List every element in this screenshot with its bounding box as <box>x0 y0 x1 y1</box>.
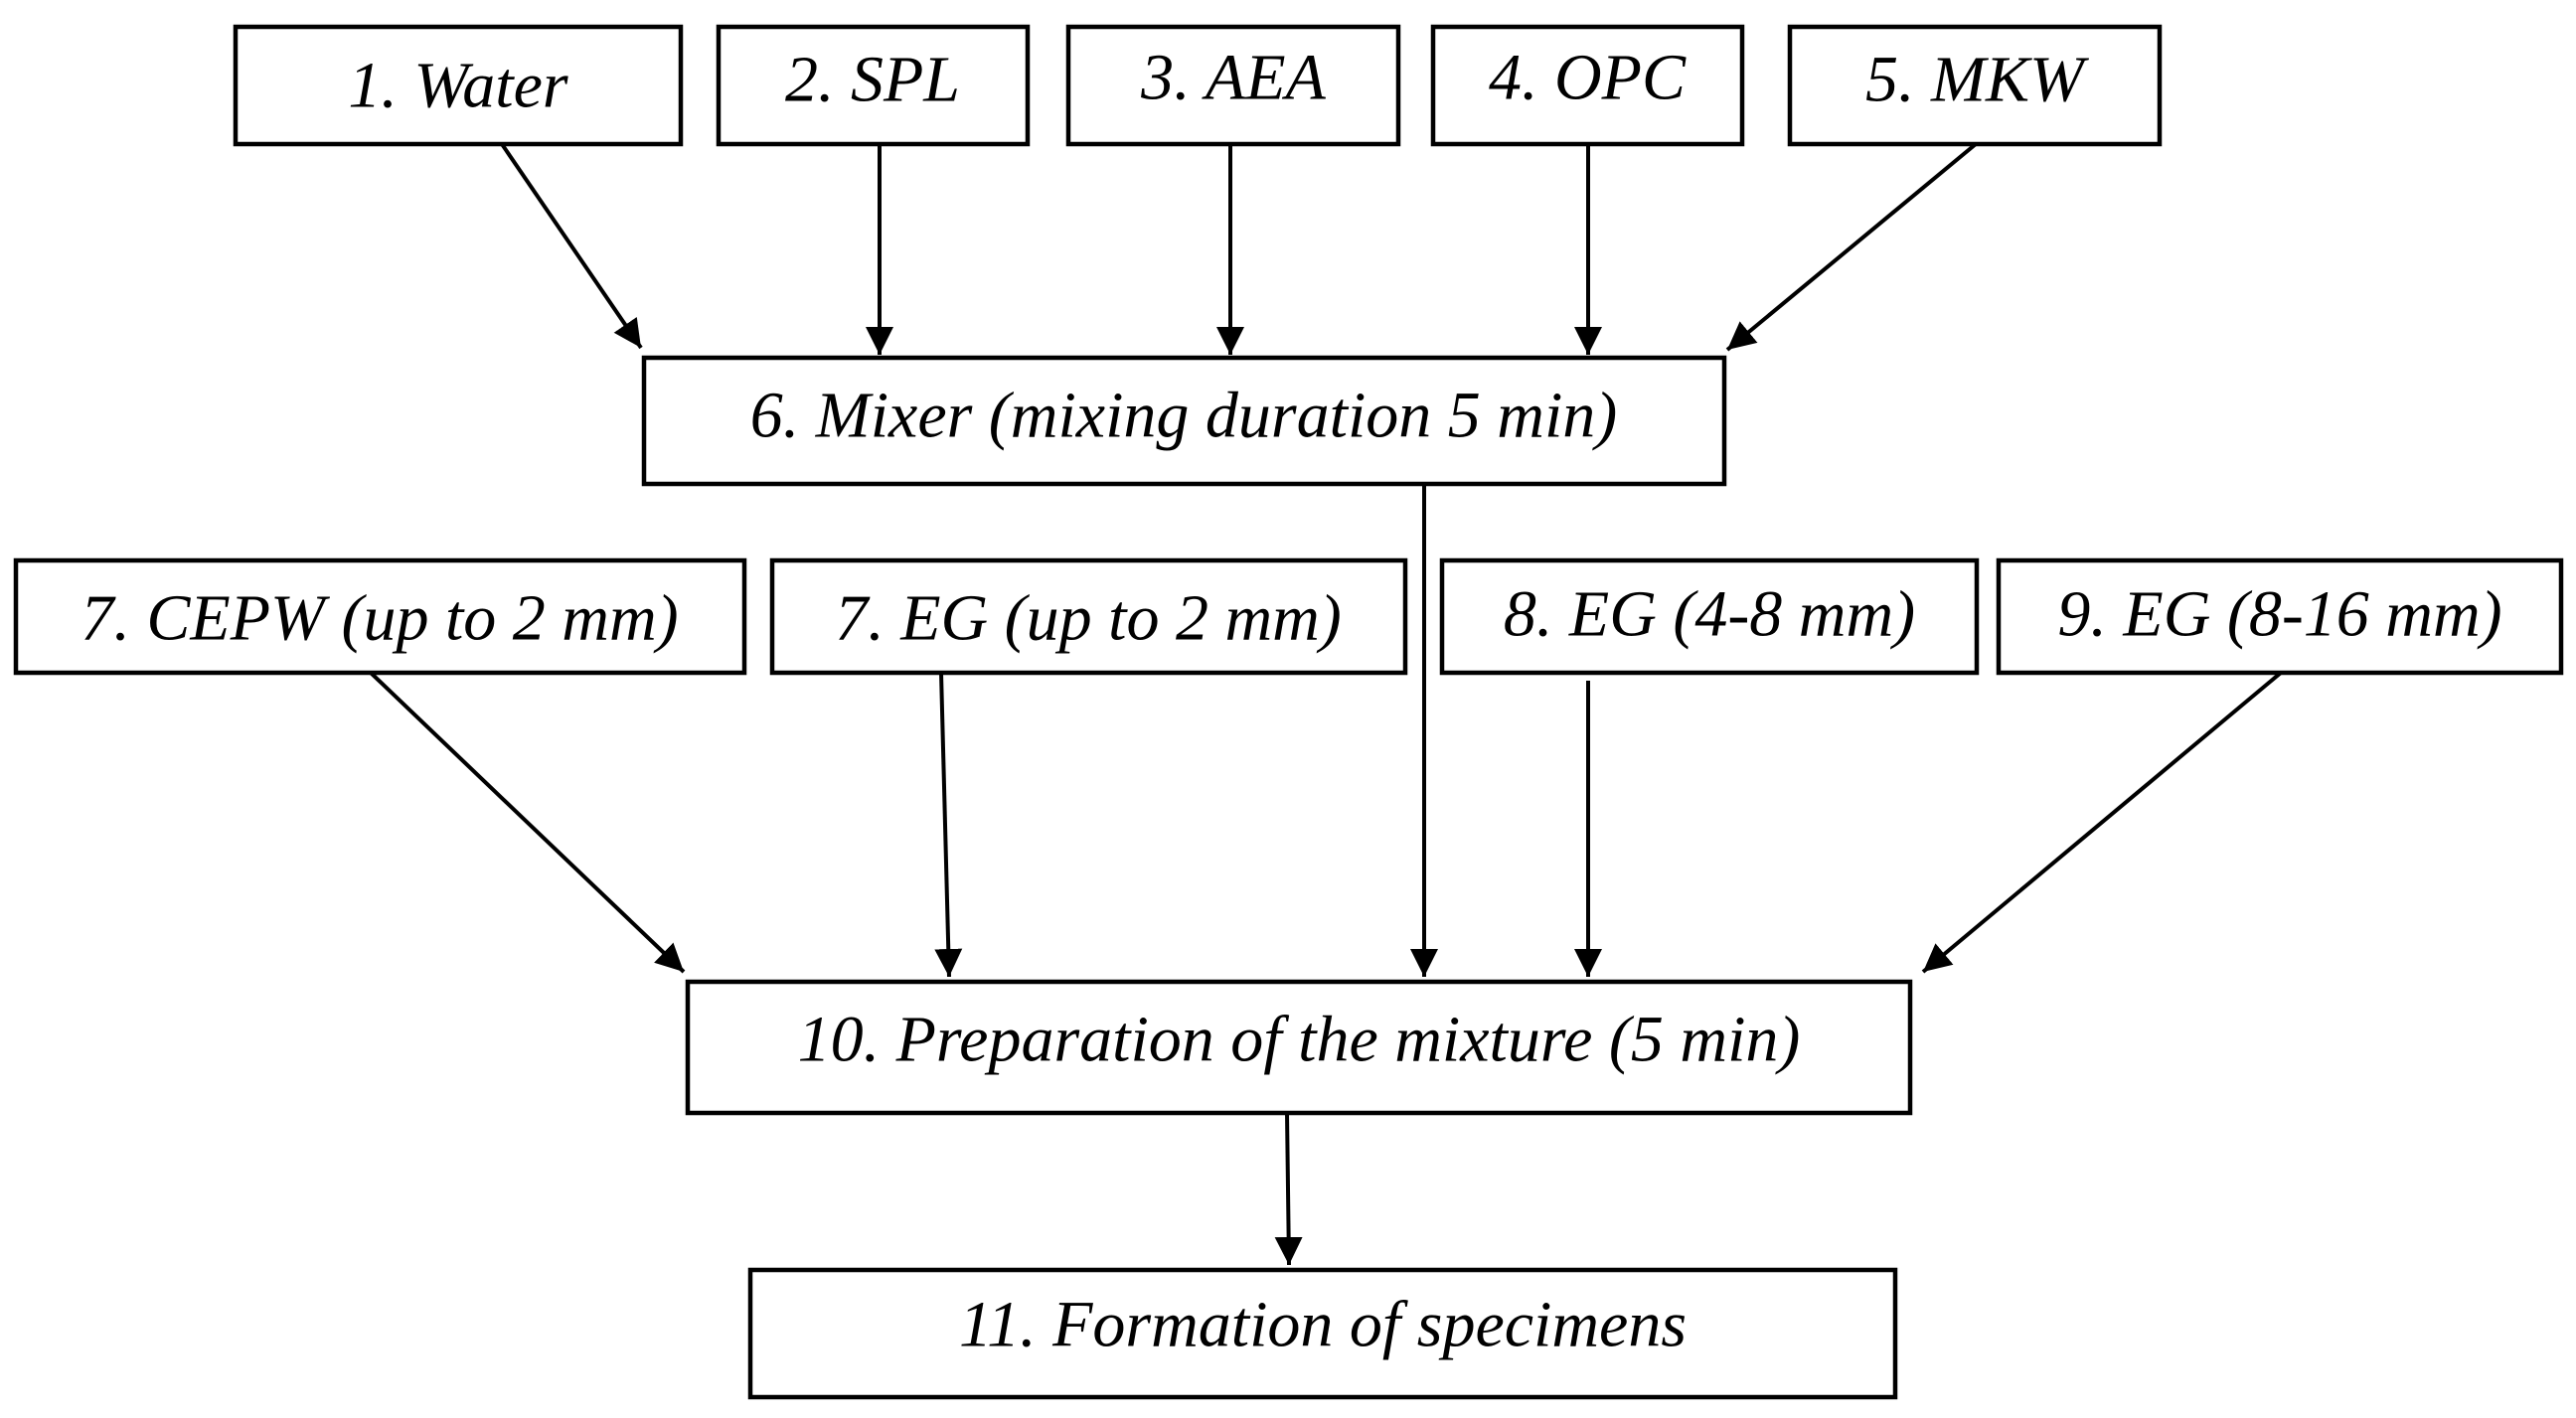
box-mixer-label: 6. Mixer (mixing duration 5 min) <box>750 380 1618 452</box>
box-formation-label: 11. Formation of specimens <box>959 1289 1687 1361</box>
box-aea: 3. AEA <box>1065 24 1401 147</box>
box-preparation-label: 10. Preparation of the mixture (5 min) <box>798 1004 1801 1076</box>
arrow-eg-2mm-to-preparation <box>934 672 963 978</box>
box-formation: 11. Formation of specimens <box>747 1267 1898 1400</box>
box-aea-label: 3. AEA <box>1140 42 1326 114</box>
box-eg-8-16mm: 9. EG (8-16 mm) <box>1996 557 2564 676</box>
box-cepw: 7. CEPW (up to 2 mm) <box>13 557 747 676</box>
arrow-mkw-to-mixer <box>1725 142 1978 352</box>
box-mixer: 6. Mixer (mixing duration 5 min) <box>641 355 1727 487</box>
arrow-preparation-to-formation <box>1274 1112 1303 1266</box>
box-water-label: 1. Water <box>348 50 568 122</box>
box-mkw-label: 5. MKW <box>1865 44 2089 116</box>
box-eg-2mm-label: 7. EG (up to 2 mm) <box>835 582 1342 655</box>
arrow-eg-8-16mm-to-preparation <box>1921 671 2283 974</box>
box-spl: 2. SPL <box>716 24 1031 147</box>
box-eg-8-16mm-label: 9. EG (8-16 mm) <box>2057 578 2501 651</box>
box-opc: 4. OPC <box>1430 24 1745 147</box>
box-eg-2mm: 7. EG (up to 2 mm) <box>769 557 1408 676</box>
arrow-water-to-mixer <box>500 142 643 350</box>
box-cepw-label: 7. CEPW (up to 2 mm) <box>80 582 678 655</box>
box-mkw: 5. MKW <box>1787 24 2163 147</box>
arrow-cepw-to-preparation <box>369 671 686 974</box>
box-preparation: 10. Preparation of the mixture (5 min) <box>685 979 1913 1116</box>
box-spl-label: 2. SPL <box>785 44 960 116</box>
box-water: 1. Water <box>233 24 684 147</box>
box-opc-label: 4. OPC <box>1489 42 1687 114</box>
box-eg-4-8mm-label: 8. EG (4-8 mm) <box>1504 578 1915 651</box>
box-eg-4-8mm: 8. EG (4-8 mm) <box>1439 557 1980 676</box>
